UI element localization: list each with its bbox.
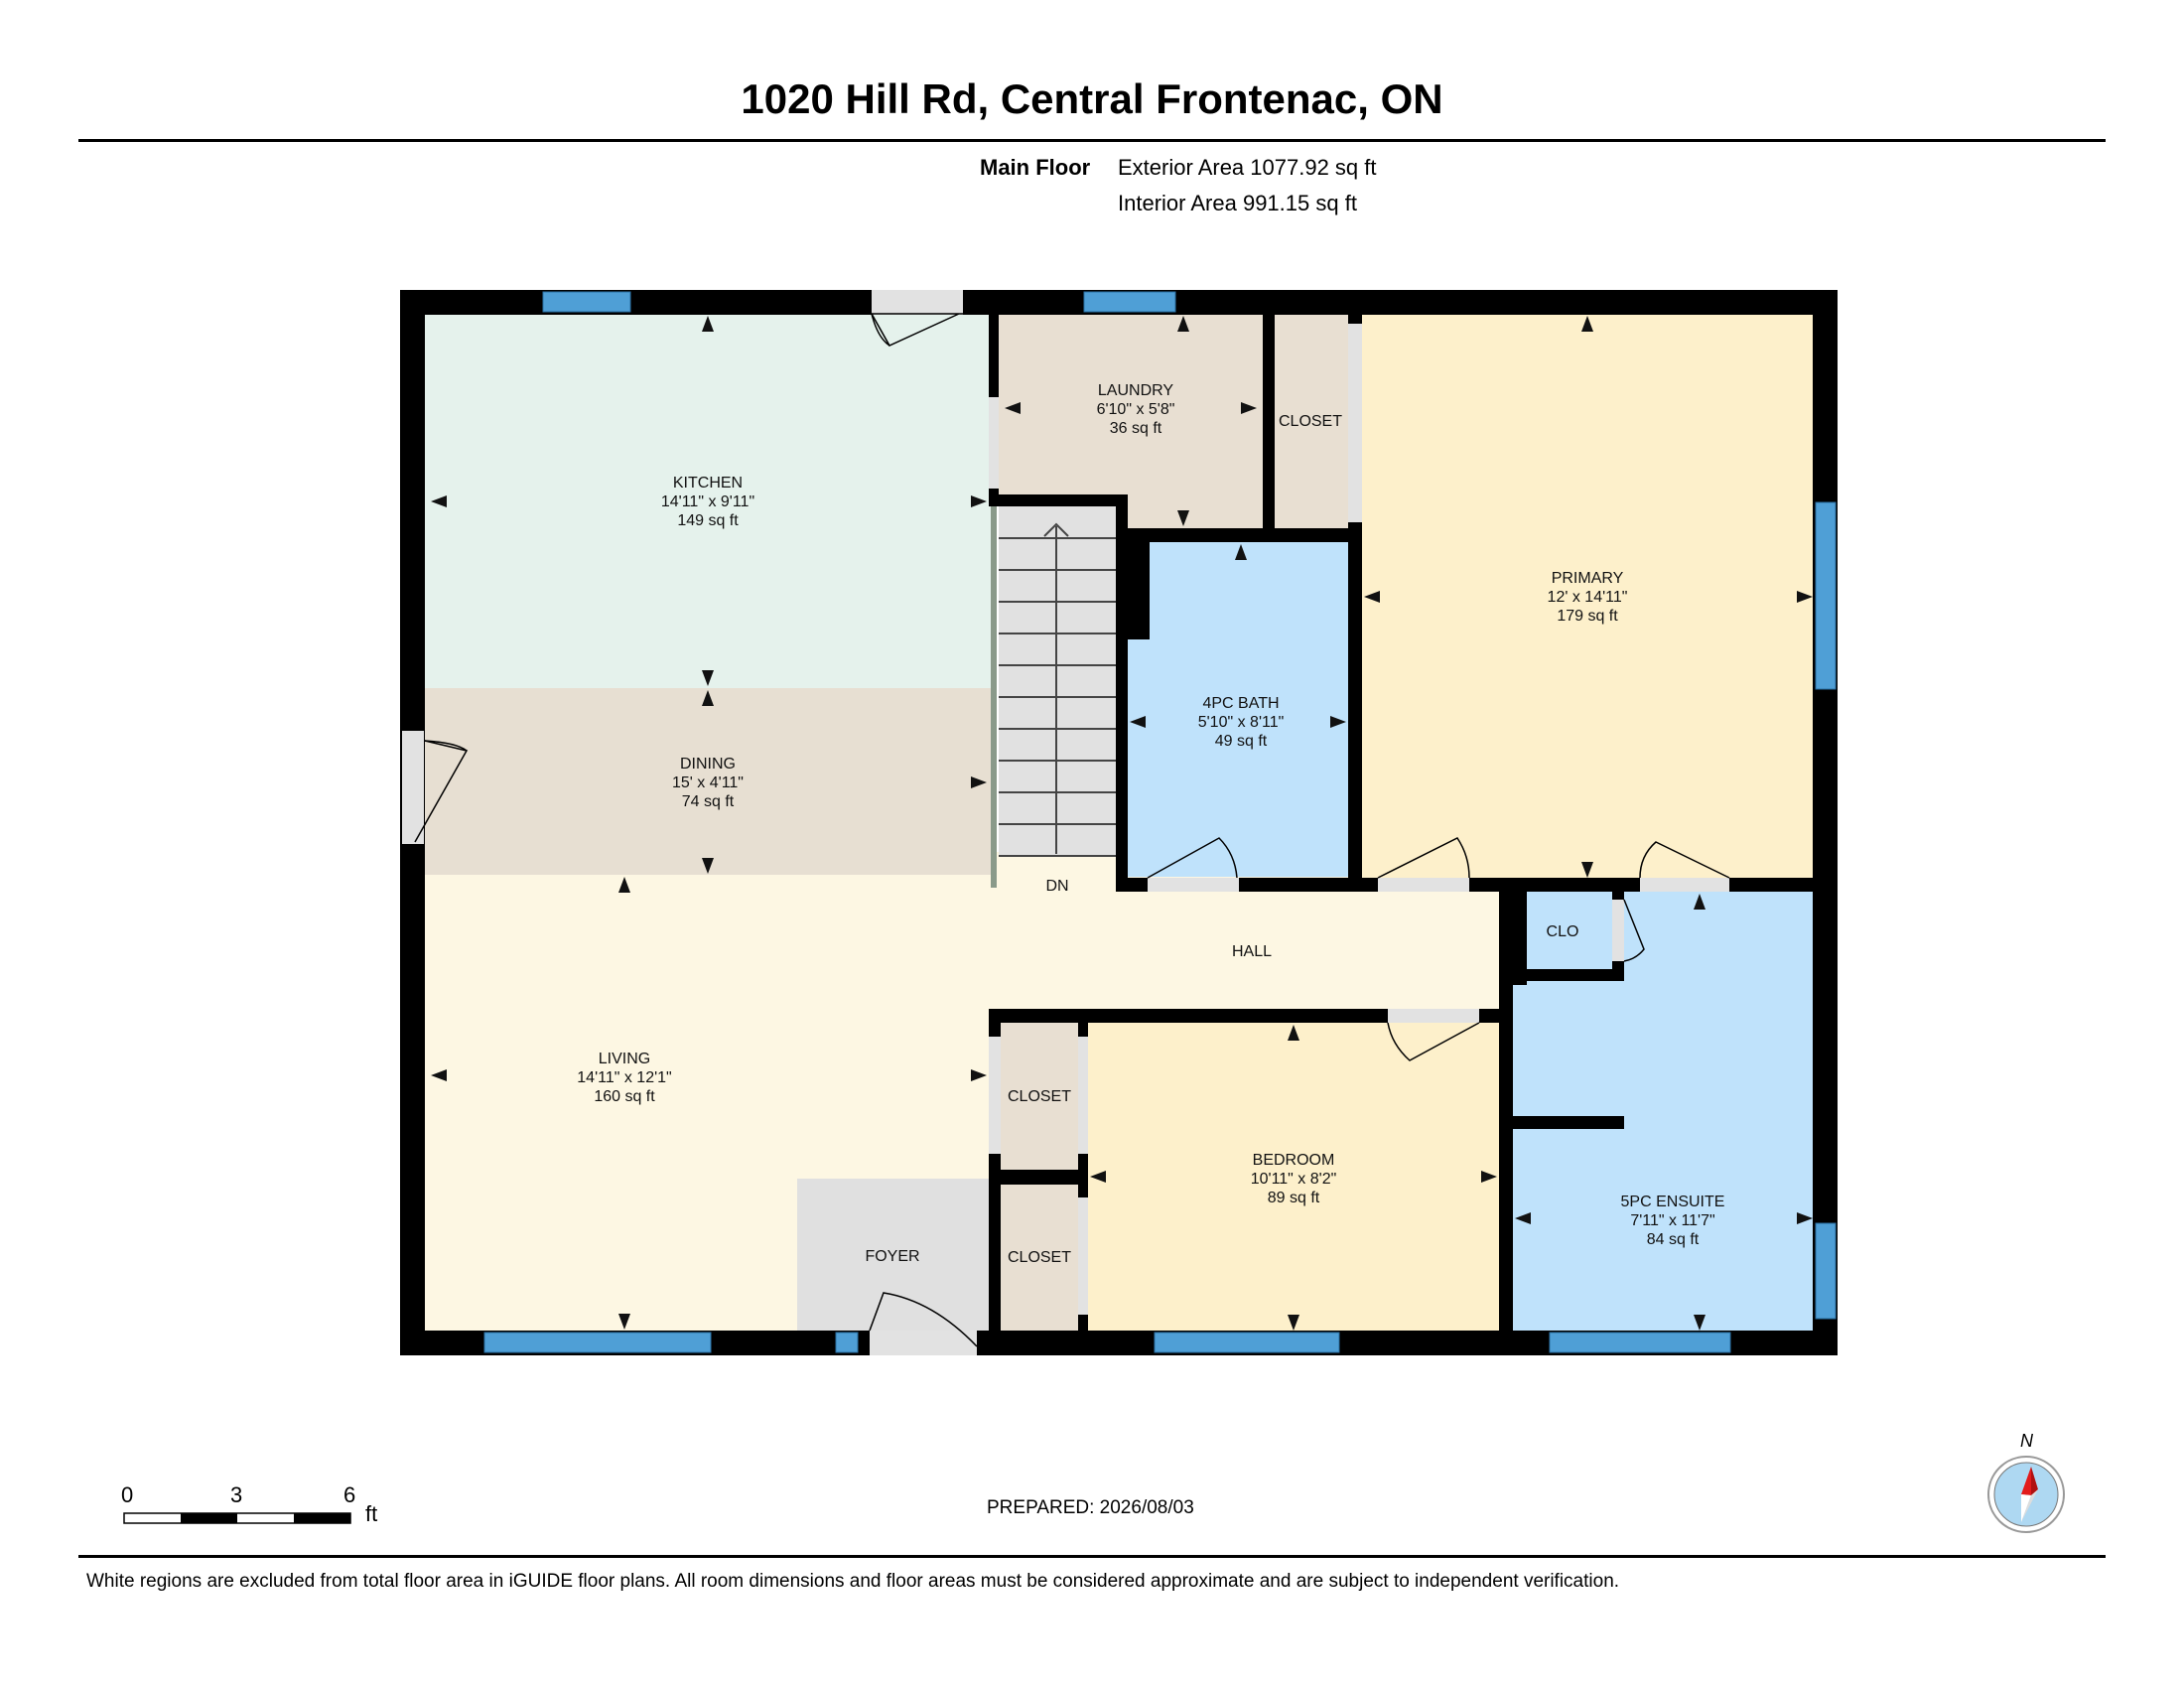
closet-laundry-name: CLOSET bbox=[1279, 413, 1342, 430]
stair-treads bbox=[999, 522, 1116, 857]
dining-name: DINING bbox=[680, 756, 736, 773]
foyer-area bbox=[797, 1179, 991, 1333]
laundry-area bbox=[999, 314, 1263, 528]
scale-unit: ft bbox=[365, 1501, 378, 1526]
scale-bar bbox=[123, 1512, 351, 1524]
compass-icon bbox=[1987, 1456, 2065, 1533]
closet-upper-name: CLOSET bbox=[1008, 1088, 1071, 1105]
laundry-name: LAUNDRY bbox=[1098, 382, 1174, 399]
kitchen-name: KITCHEN bbox=[673, 475, 743, 492]
laundry-dims: 6'10" x 5'8" bbox=[1097, 401, 1175, 418]
ensuite-area-text: 84 sq ft bbox=[1647, 1231, 1700, 1248]
dimension-arrows bbox=[431, 316, 1813, 1331]
primary-area-text: 179 sq ft bbox=[1557, 608, 1618, 625]
exterior-area: Exterior Area 1077.92 sq ft bbox=[1118, 155, 1377, 180]
hall-name: HALL bbox=[1232, 943, 1272, 960]
footer-disclaimer: White regions are excluded from total fl… bbox=[86, 1571, 1620, 1592]
bedroom-dims: 10'11" x 8'2" bbox=[1251, 1171, 1337, 1188]
living-dims: 14'11" x 12'1" bbox=[577, 1069, 671, 1086]
dining-area-text: 74 sq ft bbox=[682, 793, 735, 810]
compass-north-label: N bbox=[2020, 1431, 2033, 1451]
kitchen-dims: 14'11" x 9'11" bbox=[661, 493, 754, 510]
bedroom-area bbox=[1088, 1023, 1499, 1333]
kitchen-area-text: 149 sq ft bbox=[677, 512, 739, 529]
interior-area: Interior Area 991.15 sq ft bbox=[1118, 191, 1357, 215]
footer-rule bbox=[78, 1555, 2106, 1558]
closet-laundry-area bbox=[1273, 314, 1348, 528]
bath4-name: 4PC BATH bbox=[1202, 695, 1279, 712]
header-rule bbox=[78, 139, 2106, 142]
doors bbox=[402, 290, 1730, 1355]
stair-rail bbox=[991, 506, 997, 888]
bath4-area-text: 49 sq ft bbox=[1215, 733, 1268, 750]
ensuite-area bbox=[1513, 892, 1815, 1333]
primary-area bbox=[1362, 314, 1815, 880]
foyer-name: FOYER bbox=[865, 1248, 919, 1265]
windows bbox=[483, 291, 1837, 1353]
living-area-text: 160 sq ft bbox=[594, 1088, 655, 1105]
ensuite-name: 5PC ENSUITE bbox=[1621, 1194, 1725, 1210]
dining-dims: 15' x 4'11" bbox=[672, 774, 744, 791]
primary-dims: 12' x 14'11" bbox=[1548, 589, 1628, 606]
kitchen-area bbox=[425, 314, 991, 688]
bath4-area bbox=[1127, 542, 1348, 877]
floor-label: Main Floor bbox=[980, 155, 1091, 180]
dining-area bbox=[425, 688, 991, 875]
clo-name: CLO bbox=[1547, 923, 1579, 940]
scale-tick-3: 3 bbox=[230, 1482, 243, 1507]
prepared-date: PREPARED: 2026/08/03 bbox=[987, 1497, 1194, 1518]
room-labels: KITCHEN 14'11" x 9'11" 149 sq ft DINING … bbox=[577, 382, 1724, 1266]
scale-tick-6: 6 bbox=[343, 1482, 356, 1507]
living-name: LIVING bbox=[599, 1051, 650, 1067]
ensuite-dims: 7'11" x 11'7" bbox=[1630, 1212, 1714, 1229]
bedroom-area-text: 89 sq ft bbox=[1268, 1190, 1320, 1206]
closet-lower-name: CLOSET bbox=[1008, 1249, 1071, 1266]
closet-upper-area bbox=[1001, 1023, 1078, 1170]
scale-tick-0: 0 bbox=[121, 1482, 134, 1507]
bath4-dims: 5'10" x 8'11" bbox=[1198, 714, 1285, 731]
primary-name: PRIMARY bbox=[1552, 570, 1624, 587]
page-title: 1020 Hill Rd, Central Frontenac, ON bbox=[741, 75, 1443, 122]
stairs-label: DN bbox=[1045, 878, 1068, 895]
closet-lower-area bbox=[1001, 1185, 1078, 1333]
laundry-area-text: 36 sq ft bbox=[1110, 420, 1162, 437]
bedroom-name: BEDROOM bbox=[1253, 1152, 1335, 1169]
